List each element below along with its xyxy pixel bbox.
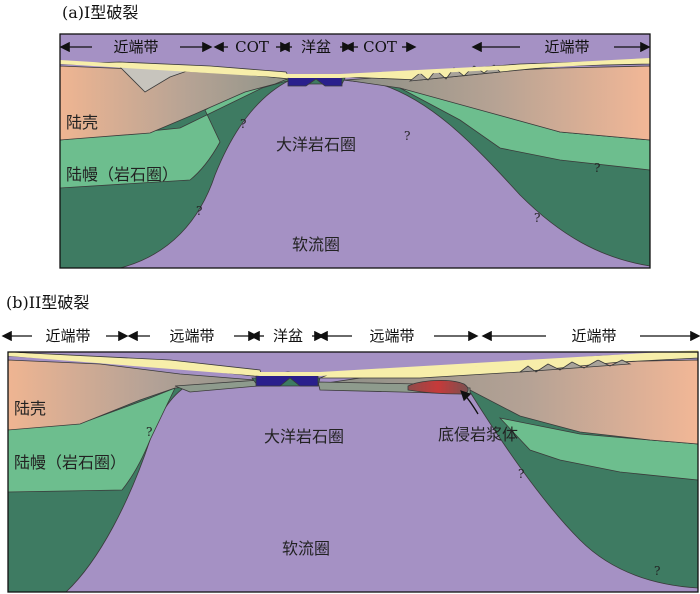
panel-a: (a)I型破裂 [59,3,651,269]
panel-a-zone-cot-left: COT [235,38,269,56]
panel-a-question-1: ? [240,117,246,131]
panel-b-label-mantle: 陆幔（岩石圈） [14,453,126,472]
panel-b-left-mantle-light [7,387,176,493]
panel-a-zone-cot-right: COT [363,38,397,56]
panel-b-question-2: ? [518,467,524,481]
panel-b-zone-proximal-right: 近端带 [571,327,616,345]
panel-a-label-mantle: 陆幔（岩石圈） [66,165,178,184]
panel-b: (b)II型破裂 [1,293,700,593]
panel-b-label-oceanic: 大洋岩石圈 [264,427,344,446]
panel-a-zone-proximal-left: 近端带 [113,38,158,56]
panel-b-question-3: ? [654,564,660,578]
panel-b-label-asthenosphere: 软流圈 [282,539,330,558]
panel-a-question-3: ? [404,129,410,143]
panel-a-question-2: ? [196,204,202,218]
panel-a-question-5: ? [534,211,540,225]
panel-a-frame [59,33,651,269]
panel-b-zone-distal-right: 远端带 [369,327,414,345]
panel-a-zone-ocean-basin: 洋盆 [301,38,331,56]
panel-a-title: (a)I型破裂 [62,3,138,22]
panel-b-magma-pointer [460,390,479,415]
panel-b-zone-distal-left: 远端带 [169,327,214,345]
panel-a-label-asthenosphere: 软流圈 [292,235,340,254]
panel-b-top-sediment [8,350,698,376]
panel-b-zone-proximal-left: 近端带 [45,327,90,345]
panel-b-label-crust: 陆壳 [14,399,46,418]
panel-b-label-magma: 底侵岩浆体 [438,425,518,444]
panel-a-question-4: ? [594,161,600,175]
panel-b-zone-ocean-basin: 洋盆 [273,327,303,345]
panel-b-title: (b)II型破裂 [6,293,89,312]
panel-b-question-1: ? [146,425,152,439]
panel-b-frame [7,351,699,593]
panel-a-top-sediment [60,58,650,78]
panel-a-label-crust: 陆壳 [66,113,98,132]
panel-a-zone-proximal-right: 近端带 [544,38,589,56]
panel-b-right-blocks [518,359,632,373]
panel-a-label-oceanic: 大洋岩石圈 [276,135,356,154]
